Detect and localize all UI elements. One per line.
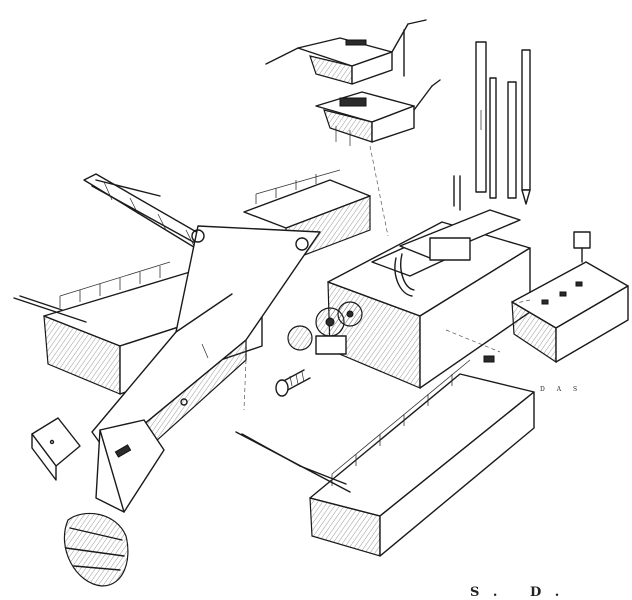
loose-panel: [31, 417, 81, 481]
assembly-guide-lines: [243, 145, 531, 411]
bottom-pontoon: [235, 355, 535, 557]
right-pontoon-small: [511, 231, 629, 364]
wheelhouse-cabin: [315, 79, 441, 146]
cutter-head: [63, 419, 165, 587]
artist-initials-small: D A S: [540, 386, 583, 393]
artist-signature: S. D.: [470, 585, 574, 600]
winch-machinery: [287, 301, 363, 355]
wheelhouse-roof: [265, 19, 427, 85]
discharge-pipe: [275, 369, 311, 397]
spud-posts: [475, 41, 531, 205]
